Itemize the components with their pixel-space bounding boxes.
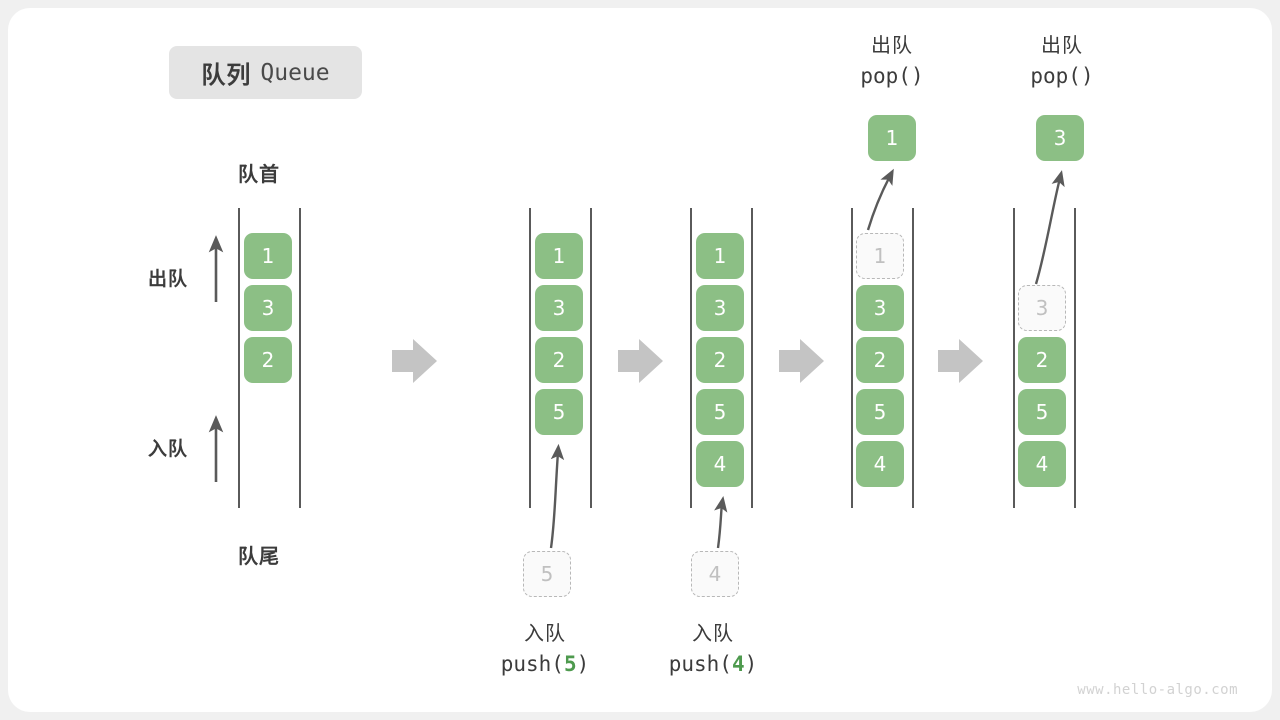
queue-box: 3	[696, 285, 744, 331]
queue-box: 1	[696, 233, 744, 279]
queue-box: 3	[856, 285, 904, 331]
enqueue-direction-label: 入队	[148, 439, 189, 460]
operation-name: 入队	[692, 623, 734, 645]
queue-box: 2	[535, 337, 583, 383]
queue-box: 3	[535, 285, 583, 331]
queue-box: 2	[1018, 337, 1066, 383]
queue-box: 4	[696, 441, 744, 487]
incoming-ghost-box: 4	[691, 551, 739, 597]
rail-right-col1	[299, 208, 301, 508]
queue-box: 2	[856, 337, 904, 383]
queue-box: 1	[244, 233, 292, 279]
queue-box: 5	[856, 389, 904, 435]
operation-caption-push-5: 入队 push(5)	[440, 620, 650, 679]
watermark: www.hello-algo.com	[1077, 682, 1238, 698]
title-badge: 队列 Queue	[169, 46, 362, 99]
push-4-arrow-icon	[714, 495, 728, 549]
queue-box: 2	[696, 337, 744, 383]
queue-tail-label: 队尾	[238, 546, 280, 568]
step-arrow-icon-4	[938, 339, 983, 383]
queue-head-label: 队首	[238, 164, 280, 186]
queue-box: 2	[244, 337, 292, 383]
operation-caption-pop-1: 出队 pop()	[805, 32, 979, 91]
step-arrow-icon-2	[618, 339, 663, 383]
rail-left-col2	[529, 208, 531, 508]
popped-box: 1	[868, 115, 916, 161]
queue-box: 3	[244, 285, 292, 331]
rail-right-col5	[1074, 208, 1076, 508]
operation-code: pop()	[1030, 64, 1094, 88]
queue-box: 5	[535, 389, 583, 435]
outgoing-ghost-box: 1	[856, 233, 904, 279]
step-arrow-icon-1	[392, 339, 437, 383]
popped-box: 3	[1036, 115, 1084, 161]
incoming-ghost-box: 5	[523, 551, 571, 597]
queue-box: 4	[856, 441, 904, 487]
outgoing-ghost-box: 3	[1018, 285, 1066, 331]
rail-right-col3	[751, 208, 753, 508]
pop-1-arrow-icon	[866, 168, 894, 231]
queue-box: 1	[535, 233, 583, 279]
queue-box: 4	[1018, 441, 1066, 487]
queue-box: 5	[1018, 389, 1066, 435]
step-arrow-icon-3	[779, 339, 824, 383]
operation-name: 入队	[524, 623, 566, 645]
push-5-arrow-icon	[549, 443, 565, 549]
operation-code: push(5)	[500, 652, 590, 676]
operation-caption-pop-3: 出队 pop()	[975, 32, 1149, 91]
pop-3-arrow-icon	[1034, 170, 1065, 285]
operation-code: push(4)	[668, 652, 758, 676]
rail-right-col2	[590, 208, 592, 508]
title-english: Queue	[260, 59, 330, 86]
queue-box: 5	[696, 389, 744, 435]
operation-caption-push-4: 入队 push(4)	[608, 620, 818, 679]
rail-left-col4	[851, 208, 853, 508]
rail-right-col4	[912, 208, 914, 508]
operation-code: pop()	[860, 64, 924, 88]
rail-left-col3	[690, 208, 692, 508]
rail-left-col1	[238, 208, 240, 508]
operation-name: 出队	[1041, 35, 1083, 57]
rail-left-col5	[1013, 208, 1015, 508]
dequeue-direction-label: 出队	[148, 269, 189, 290]
title-chinese: 队列	[201, 62, 252, 89]
operation-name: 出队	[871, 35, 913, 57]
